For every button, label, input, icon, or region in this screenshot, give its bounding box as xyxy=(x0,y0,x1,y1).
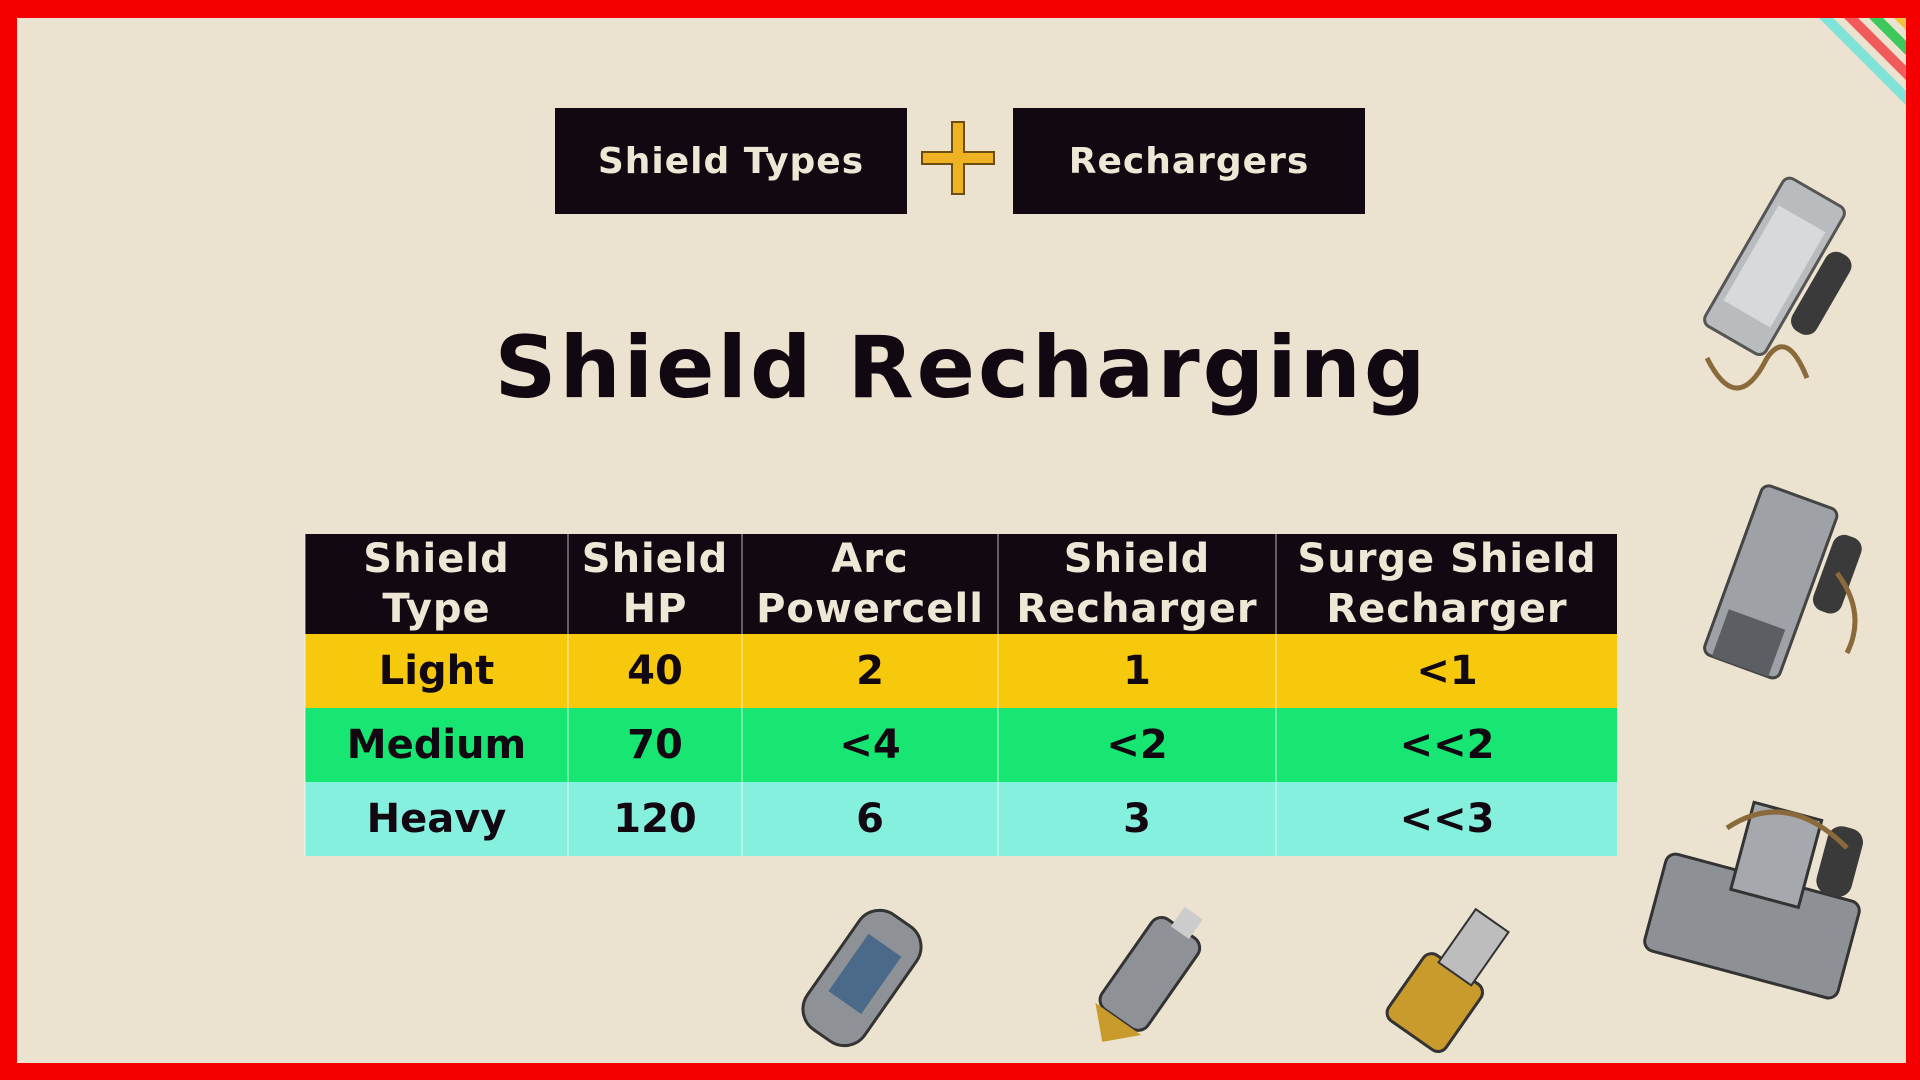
table-row-medium: Medium 70 <4 <2 <<2 xyxy=(304,708,1617,782)
table-cell: 2 xyxy=(741,634,998,708)
table-cell: <<3 xyxy=(1275,782,1617,856)
medium-shield-image xyxy=(1703,484,1862,680)
table-cell: Medium xyxy=(304,708,568,782)
table-cell: 3 xyxy=(997,782,1276,856)
table-cell: Heavy xyxy=(304,782,568,856)
rechargers-label: Rechargers xyxy=(1068,140,1310,182)
header-arc-powercell: Arc Powercell xyxy=(741,534,998,634)
table-cell: 1 xyxy=(997,634,1276,708)
table-cell: <1 xyxy=(1275,634,1617,708)
table-cell: Light xyxy=(304,634,568,708)
table-cell: 40 xyxy=(567,634,742,708)
shield-recharger-image xyxy=(1095,906,1203,1042)
table-cell: 6 xyxy=(741,782,998,856)
table-cell: <2 xyxy=(997,708,1276,782)
shield-types-tag: Shield Types xyxy=(555,108,907,214)
light-shield-image xyxy=(1703,176,1852,391)
table-cell: <4 xyxy=(741,708,998,782)
page-title: Shield Recharging xyxy=(494,318,1429,418)
rechargers-tag: Rechargers xyxy=(1013,108,1365,214)
table-cell: 120 xyxy=(567,782,742,856)
table-cell: <<2 xyxy=(1275,708,1617,782)
header-shield-recharger: Shield Recharger xyxy=(997,534,1276,634)
surge-shield-recharger-image xyxy=(1385,907,1510,1053)
heavy-shield-image xyxy=(1643,800,1863,1000)
arc-powercell-image xyxy=(801,908,923,1048)
plus-icon xyxy=(921,121,995,195)
header-shield-type: Shield Type xyxy=(304,534,568,634)
slide: Shield Types Rechargers Shield Rechargin… xyxy=(17,18,1906,1063)
shield-types-label: Shield Types xyxy=(597,140,865,182)
header-shield-hp: Shield HP xyxy=(567,534,742,634)
shield-table: Shield Type Shield HP Arc Powercell Shie… xyxy=(304,534,1617,856)
corner-stripes-decoration xyxy=(1818,18,1906,106)
table-row-heavy: Heavy 120 6 3 <<3 xyxy=(304,782,1617,856)
table-row-light: Light 40 2 1 <1 xyxy=(304,634,1617,708)
table-cell: 70 xyxy=(567,708,742,782)
header-surge-shield-recharger: Surge Shield Recharger xyxy=(1275,534,1617,634)
